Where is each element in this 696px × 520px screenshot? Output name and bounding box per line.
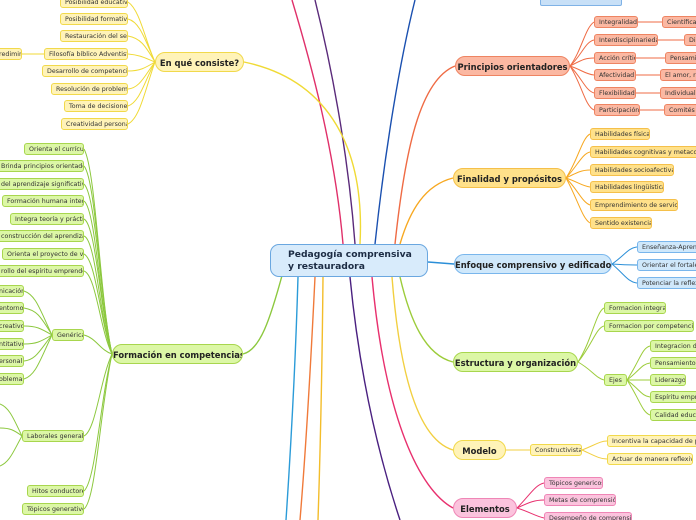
leaf-habilidades-cognitivas[interactable]: Habilidades cognitivas y metacognitivas <box>590 146 696 158</box>
branch-estructura[interactable]: Estructura y organización <box>453 352 578 372</box>
offscreen-node[interactable] <box>540 0 622 6</box>
leaf-actuar-reflexiva[interactable]: Actuar de manera reflexiva <box>607 453 693 465</box>
detail-di[interactable]: Di <box>684 34 696 46</box>
leaf-creativo[interactable]: creativo <box>0 320 24 332</box>
leaf-construccion-aprendizaje[interactable]: construcción del aprendizaje <box>0 230 84 242</box>
leaf-formacion-integral[interactable]: Formacion integral <box>604 302 666 314</box>
leaf-creatividad-personal[interactable]: Creatividad personal <box>61 118 128 130</box>
leaf-orienta-curriculo[interactable]: Orienta el currículo <box>24 143 84 155</box>
leaf-brinda-principios[interactable]: Brinda principios orientadores <box>0 160 84 172</box>
detail-comites[interactable]: Comités c <box>664 104 696 116</box>
leaf-desempeno-comprension[interactable]: Desempeño de comprensión <box>544 512 632 520</box>
eje-liderazgo[interactable]: Liderazgo <box>650 374 686 386</box>
eje-espiritu-emprendedor[interactable]: Espíritu empre <box>650 391 696 403</box>
leaf-formacion-humana[interactable]: Formación humana integral <box>2 195 84 207</box>
leaf-integra-teoria[interactable]: Integra teoría y práctica <box>10 213 84 225</box>
branch-elementos[interactable]: Elementos <box>453 498 517 518</box>
central-topic-line2: y restauradora <box>288 260 365 272</box>
central-topic-line1: Pedagogía comprensiva <box>288 249 412 260</box>
leaf-resolucion-problemas[interactable]: Resolución de problemas <box>51 83 128 95</box>
leaf-potenciar-reflexion[interactable]: Potenciar la reflexión <box>637 277 696 289</box>
leaf-constructivista[interactable]: Constructivista <box>530 444 582 456</box>
leaf-participacion[interactable]: Participación <box>594 104 640 116</box>
leaf-entorno[interactable]: entorno <box>0 302 24 314</box>
leaf-accion-critica[interactable]: Acción crítica <box>594 52 636 64</box>
leaf-laborales-generales[interactable]: Laborales generales <box>22 430 84 442</box>
leaf-posibilidad-educativa[interactable]: Posibilidad educativa <box>60 0 128 8</box>
branch-formacion[interactable]: Formación en competencias <box>112 344 243 364</box>
detail-cientifica[interactable]: Científica, <box>662 16 696 28</box>
eje-calidad-educativa[interactable]: Calidad educat <box>650 409 696 421</box>
leaf-metas-comprension[interactable]: Metas de comprensión <box>544 494 616 506</box>
leaf-habilidades-socioafectivas[interactable]: Habilidades socioafectivas <box>590 164 674 176</box>
leaf-flexibilidad[interactable]: Flexibilidad <box>594 87 636 99</box>
leaf-problemas[interactable]: oblemas <box>0 373 24 385</box>
leaf-restauracion-del-ser[interactable]: Restauración del ser <box>60 30 128 42</box>
detail-individualiz[interactable]: Individualiz <box>660 87 696 99</box>
branch-principios[interactable]: Principios orientadores <box>455 56 570 76</box>
leaf-orientar-fortalecimiento[interactable]: Orientar el fortalecimiento <box>637 259 696 271</box>
central-topic[interactable]: Pedagogía comprensiva y restauradora <box>270 244 428 277</box>
branch-enfoque[interactable]: Enfoque comprensivo y edificador <box>454 254 612 274</box>
detail-el-amor[interactable]: El amor, res <box>660 69 696 81</box>
leaf-generica[interactable]: Genérica <box>52 329 84 341</box>
leaf-redimir[interactable]: redimir <box>0 48 22 60</box>
leaf-hitos-conductores[interactable]: Hitos conductores <box>27 485 84 497</box>
leaf-interdisciplinariedad[interactable]: Interdisciplinariedad <box>594 34 658 46</box>
leaf-habilidades-fisicas[interactable]: Habilidades físicas <box>590 128 650 140</box>
branch-modelo[interactable]: Modelo <box>453 440 506 460</box>
branch-finalidad[interactable]: Finalidad y propósitos <box>453 168 566 188</box>
leaf-afectividad[interactable]: Afectividad <box>594 69 636 81</box>
branch-que-consiste[interactable]: En qué consiste? <box>155 52 244 72</box>
leaf-comunicacion[interactable]: nicación <box>0 285 24 297</box>
leaf-filosofia-biblico[interactable]: Filosofía bíblico Adventista <box>44 48 128 60</box>
leaf-topicos-generativos[interactable]: Tópicos generativos <box>22 503 84 515</box>
leaf-sentido-existencial[interactable]: Sentido existencial <box>590 217 652 229</box>
leaf-integralidad[interactable]: Integralidad <box>594 16 638 28</box>
eje-integracion[interactable]: Integracion de <box>650 340 696 352</box>
leaf-topicos-genericos[interactable]: Tópicos genericos <box>544 477 603 489</box>
leaf-desarrollo-competencias[interactable]: Desarrollo de competencias <box>42 65 128 77</box>
leaf-personal[interactable]: ersonal <box>0 355 24 367</box>
leaf-proyecto-vida[interactable]: Orienta el proyecto de vida <box>2 248 84 260</box>
detail-pensamiento[interactable]: Pensamie <box>665 52 696 64</box>
leaf-emprendimiento[interactable]: Emprendimiento de servicio <box>590 199 678 211</box>
leaf-ensenanza-aprendizaje[interactable]: Enseñanza-Aprendizaje <box>637 241 696 253</box>
leaf-toma-decisiones[interactable]: Toma de decisiones <box>64 100 128 112</box>
leaf-aprendizaje-significativo[interactable]: del aprendizaje significativo <box>0 178 84 190</box>
leaf-cuantitativo[interactable]: ntitativo <box>0 338 24 350</box>
leaf-espiritu-emprendedor[interactable]: rollo del espíritu emprendedor <box>0 265 84 277</box>
leaf-posibilidad-formativa[interactable]: Posibilidad formativa <box>60 13 128 25</box>
eje-pensamiento[interactable]: Pensamiento c <box>650 357 696 369</box>
leaf-ejes[interactable]: Ejes <box>604 374 627 386</box>
leaf-incentiva-capacidad[interactable]: Incentiva la capacidad de pensar <box>607 435 696 447</box>
leaf-formacion-competencias[interactable]: Formacion por competencias <box>604 320 694 332</box>
leaf-habilidades-linguisticas[interactable]: Habilidades lingüísticas <box>590 181 664 193</box>
